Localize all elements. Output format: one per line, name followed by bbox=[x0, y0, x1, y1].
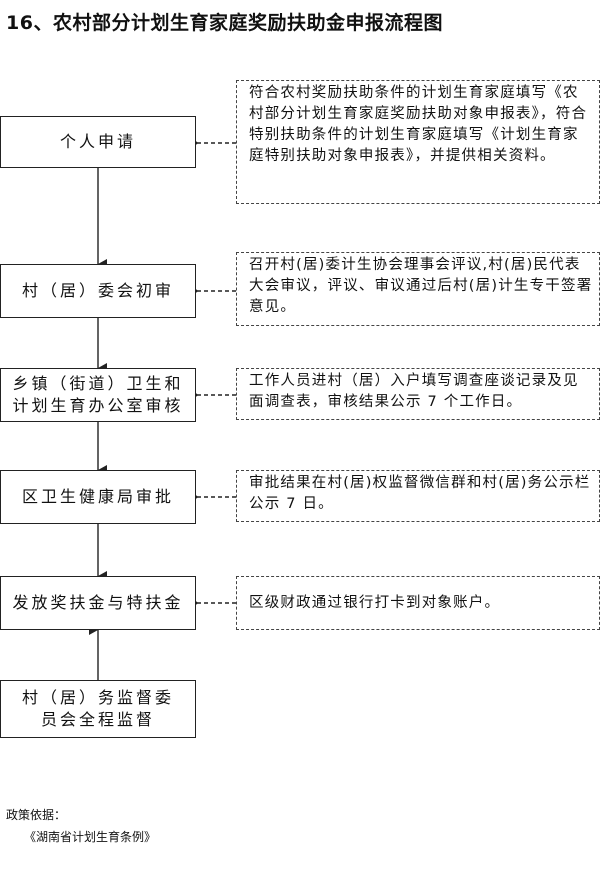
step-label: 乡镇（街道）卫生和计划生育办公室审核 bbox=[12, 374, 184, 415]
note-village-review: 召开村(居)委计生协会理事会评议,村(居)民代表大会审议，评议、审议通过后村(居… bbox=[236, 252, 600, 326]
note-township-audit: 工作人员进村（居）入户填写调查座谈记录及见面调查表，审核结果公示 7 个工作日。 bbox=[236, 368, 600, 420]
step-label: 个人申请 bbox=[59, 132, 136, 151]
note-text: 符合农村奖励扶助条件的计划生育家庭填写《农村部分计划生育家庭奖励扶助对象申报表》… bbox=[249, 85, 588, 164]
step-supervision: 村（居）务监督委员会全程监督 bbox=[0, 680, 196, 738]
policy-document: 《湖南省计划生育条例》 bbox=[24, 830, 157, 844]
note-district-approval: 审批结果在村(居)权监督微信群和村(居)务公示栏公示 7 日。 bbox=[236, 470, 600, 522]
policy-basis-label: 政策依据： bbox=[6, 808, 67, 822]
step-label: 村（居）务监督委员会全程监督 bbox=[21, 688, 174, 729]
step-fund-distribution: 发放奖扶金与特扶金 bbox=[0, 576, 196, 630]
step-personal-application: 个人申请 bbox=[0, 116, 196, 168]
step-label: 发放奖扶金与特扶金 bbox=[12, 593, 184, 612]
note-text: 审批结果在村(居)权监督微信群和村(居)务公示栏公示 7 日。 bbox=[249, 475, 591, 512]
step-township-audit: 乡镇（街道）卫生和计划生育办公室审核 bbox=[0, 368, 196, 422]
note-text: 区级财政通过银行打卡到对象账户。 bbox=[249, 594, 501, 611]
note-text: 工作人员进村（居）入户填写调查座谈记录及见面调查表，审核结果公示 7 个工作日。 bbox=[249, 373, 579, 410]
step-village-review: 村（居）委会初审 bbox=[0, 264, 196, 318]
note-application-materials: 符合农村奖励扶助条件的计划生育家庭填写《农村部分计划生育家庭奖励扶助对象申报表》… bbox=[236, 80, 600, 204]
step-label: 村（居）委会初审 bbox=[21, 281, 174, 300]
note-text: 召开村(居)委计生协会理事会评议,村(居)民代表大会审议，评议、审议通过后村(居… bbox=[249, 257, 593, 315]
page-title: 16、农村部分计划生育家庭奖励扶助金申报流程图 bbox=[6, 12, 443, 34]
note-fund-distribution: 区级财政通过银行打卡到对象账户。 bbox=[236, 576, 600, 630]
step-label: 区卫生健康局审批 bbox=[21, 487, 174, 506]
step-district-approval: 区卫生健康局审批 bbox=[0, 470, 196, 524]
